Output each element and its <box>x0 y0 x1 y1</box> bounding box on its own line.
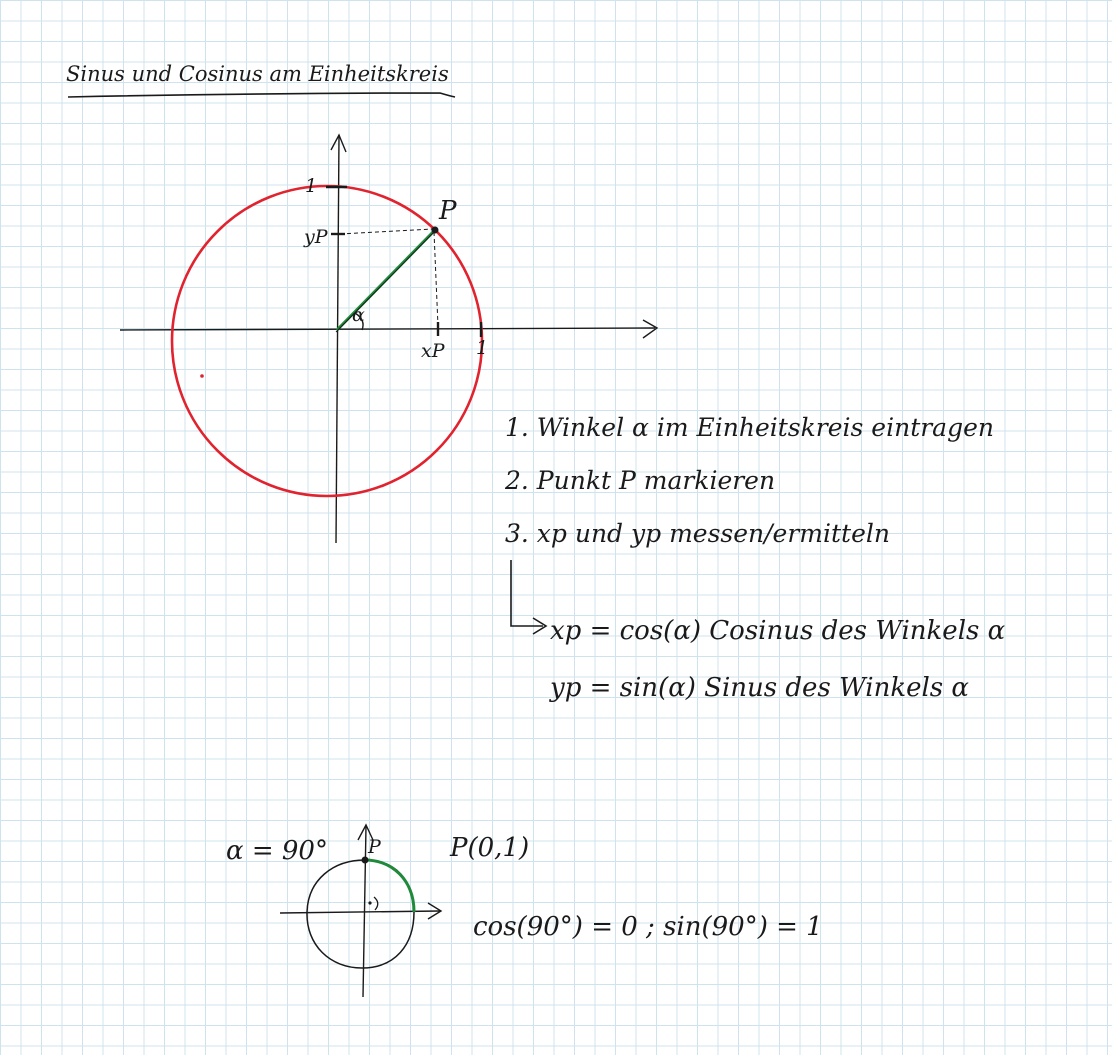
example-angle: α = 90° <box>226 836 328 866</box>
example-point-p <box>361 856 369 864</box>
angle-arc <box>354 312 364 331</box>
example-x-axis <box>279 910 441 914</box>
x-tick-label: 1 <box>476 337 489 359</box>
x-axis <box>119 327 656 331</box>
example-arc <box>364 858 416 913</box>
result-sin: yp = sin(α) Sinus des Winkels α <box>550 673 969 703</box>
angle-label: α <box>352 304 365 326</box>
point-p <box>431 226 439 234</box>
step-1: 1. Winkel α im Einheitskreis eintragen <box>505 413 994 442</box>
result-cos: xp = cos(α) Cosinus des Winkels α <box>550 616 1006 646</box>
example-point-p-label: P <box>368 836 381 858</box>
example-right-angle-mark <box>373 896 379 911</box>
result-arrow-head <box>532 617 548 635</box>
y-tick-label: 1 <box>305 175 318 197</box>
unit-circle-diagram <box>119 133 659 544</box>
angle-radius-edge <box>335 231 435 333</box>
x-axis-arrow <box>642 319 659 339</box>
step-2: 2. Punkt P markieren <box>505 466 776 495</box>
xp-label: xP <box>421 340 445 362</box>
step-3: 3. xp und yp messen/ermitteln <box>505 519 890 548</box>
yp-projection <box>339 228 434 235</box>
angle-radius <box>335 228 437 332</box>
example-values: cos(90°) = 0 ; sin(90°) = 1 <box>473 912 823 942</box>
example-x-axis-arrow <box>427 902 443 920</box>
yp-label: yP <box>304 226 328 248</box>
example-point-coordinates: P(0,1) <box>450 833 530 863</box>
example-y-axis-arrow <box>357 823 374 841</box>
point-p-label: P <box>439 196 457 226</box>
result-arrow <box>510 560 543 627</box>
example-right-angle-dot <box>368 901 372 905</box>
page-title: Sinus und Cosinus am Einheitskreis <box>66 62 449 86</box>
example-diagram <box>279 823 443 998</box>
y-axis <box>335 134 340 544</box>
xp-projection <box>433 231 439 327</box>
title-underline <box>67 92 456 98</box>
stray-dot <box>200 374 204 378</box>
example-circle <box>306 859 415 969</box>
y-axis-arrow <box>330 133 347 153</box>
